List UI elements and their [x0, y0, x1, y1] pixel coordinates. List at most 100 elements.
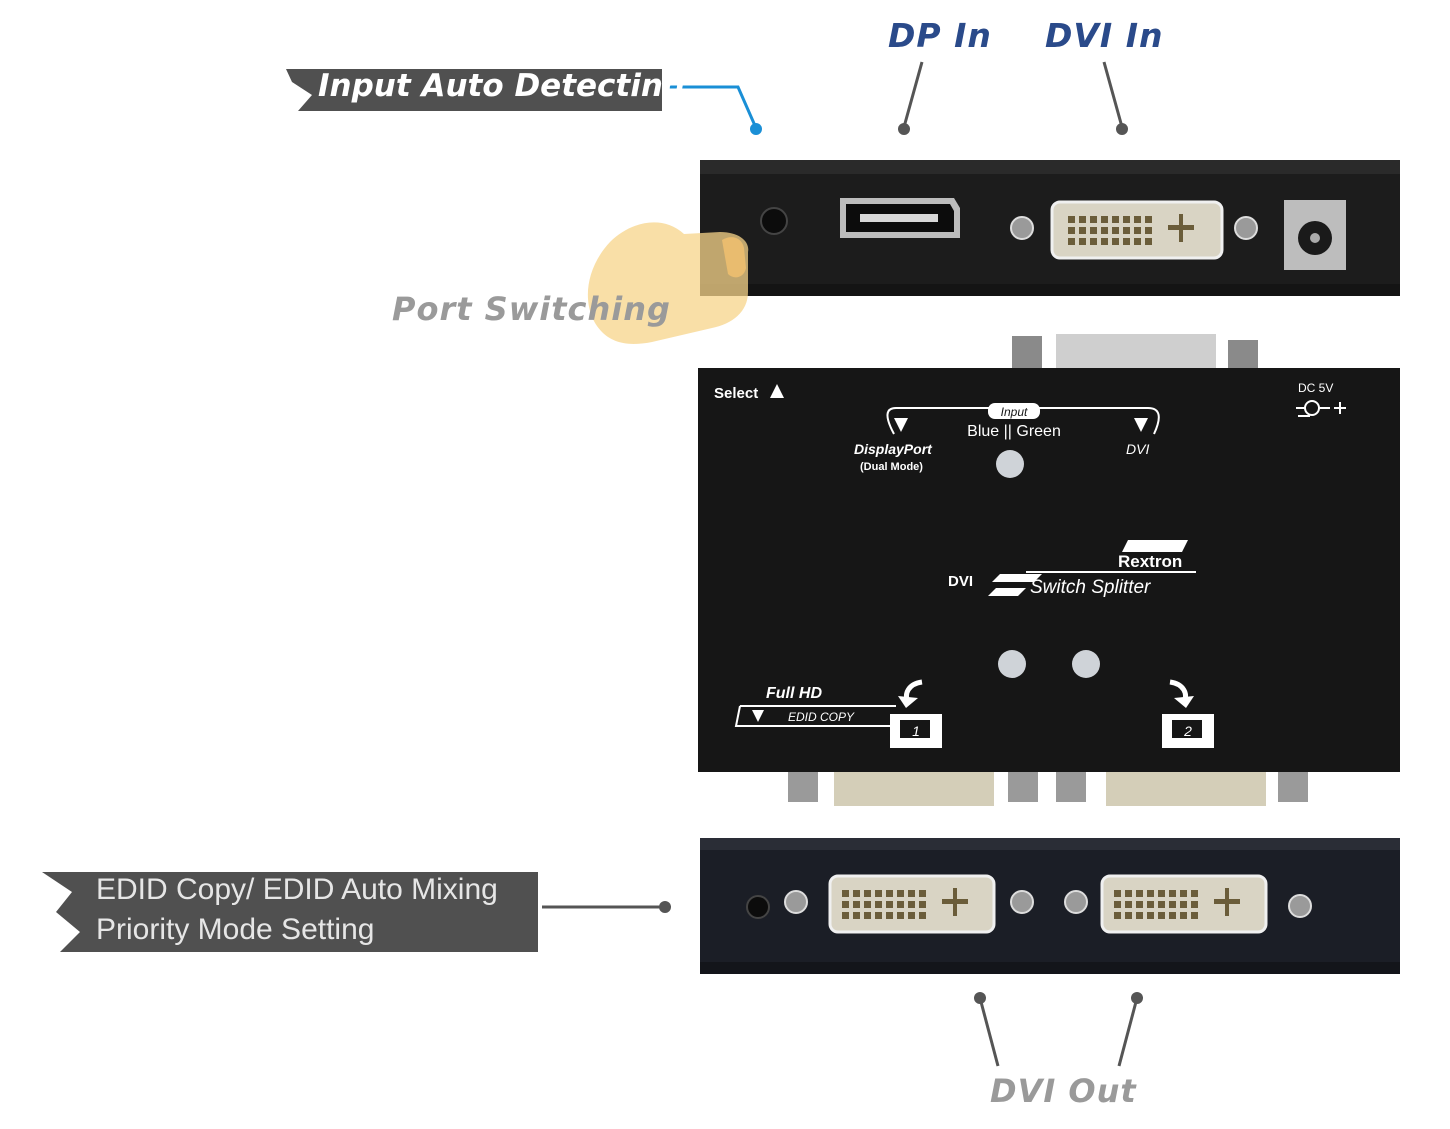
- dc-jack: [1284, 200, 1346, 270]
- input-auto-detecting-banner: [286, 69, 662, 111]
- dvi-pin: [919, 912, 926, 919]
- hand-press-icon: [587, 222, 749, 344]
- dvi-pin: [1114, 901, 1121, 908]
- output1-led: [998, 650, 1026, 678]
- dvi-pin: [1090, 238, 1097, 245]
- device-output-panel: [700, 838, 1400, 974]
- dvi-pin: [853, 890, 860, 897]
- input-title: Input: [1001, 405, 1028, 419]
- brand-label: Rextron: [1118, 552, 1182, 571]
- input-auto-detecting-label: Input Auto Detecting: [318, 68, 686, 104]
- dvi-pin: [1169, 901, 1176, 908]
- dvi-pin: [1134, 216, 1141, 223]
- dvi-pin: [864, 912, 871, 919]
- dvi-out-label: DVI Out: [990, 1072, 1137, 1110]
- full-hd-label: Full HD: [766, 685, 822, 702]
- dvi-pin: [1090, 216, 1097, 223]
- output2-led: [1072, 650, 1100, 678]
- dvi-pin: [908, 901, 915, 908]
- dvi-pin: [1191, 890, 1198, 897]
- led-colors: Blue || Green: [967, 423, 1061, 440]
- dvi-out-leader-2: [1117, 997, 1139, 1067]
- dvi-pin: [1079, 238, 1086, 245]
- dvi-blade-vertical: [953, 888, 957, 916]
- dvi-pin: [853, 901, 860, 908]
- input-led: [996, 450, 1024, 478]
- dvi-pin: [1134, 227, 1141, 234]
- edid-label-line2: Priority Mode Setting: [96, 913, 375, 946]
- dvi-in-screw-right: [1234, 216, 1258, 240]
- dc-label: DC 5V: [1298, 381, 1333, 395]
- dvi-pin: [908, 912, 915, 919]
- dvi-in-port: [1050, 200, 1224, 260]
- displayport-label: DisplayPort: [854, 441, 933, 457]
- dvi-pin: [1123, 238, 1130, 245]
- dvi-in-label: DVI In: [1045, 16, 1164, 55]
- dvi-in-dot: [1116, 123, 1128, 135]
- dvi-pin: [1145, 216, 1152, 223]
- dvi-pin: [1090, 227, 1097, 234]
- dvi-pin: [1180, 912, 1187, 919]
- dp-in-leader: [902, 61, 924, 128]
- dvi-pin: [875, 901, 882, 908]
- dp-port: [840, 198, 960, 238]
- dp-in-label: DP In: [888, 16, 992, 55]
- dvi-pin: [1136, 890, 1143, 897]
- dual-mode-label: (Dual Mode): [860, 461, 923, 473]
- dvi-pin: [919, 890, 926, 897]
- edid-dot: [659, 901, 671, 913]
- dvi-pin: [1114, 890, 1121, 897]
- dvi-pin: [864, 901, 871, 908]
- dvi-pin: [886, 890, 893, 897]
- dvi-pin: [886, 912, 893, 919]
- dvi-pin: [919, 901, 926, 908]
- dvi-out-port-2: [1100, 874, 1268, 934]
- product-prefix: DVI: [948, 573, 973, 590]
- dvi-pin: [875, 912, 882, 919]
- dvi-pin: [842, 901, 849, 908]
- dvi-pin: [1136, 901, 1143, 908]
- dvi-pin: [1112, 216, 1119, 223]
- dvi-pin: [897, 901, 904, 908]
- dvi-blade-vertical: [1179, 214, 1183, 242]
- dvi-pin: [1169, 912, 1176, 919]
- edid-button[interactable]: [746, 895, 770, 919]
- dvi-pin: [842, 912, 849, 919]
- dvi-pin: [864, 890, 871, 897]
- dvi-pin: [1101, 238, 1108, 245]
- dvi-pin: [1114, 912, 1121, 919]
- dvi-pin: [1123, 227, 1130, 234]
- dvi-pin: [853, 912, 860, 919]
- dvi-pin: [875, 890, 882, 897]
- dvi-label: DVI: [1126, 441, 1149, 457]
- dvi-pin: [1191, 901, 1198, 908]
- dvi-pin: [1125, 901, 1132, 908]
- dvi-pin: [1112, 227, 1119, 234]
- select-button[interactable]: [760, 207, 788, 235]
- dvi-pin: [1134, 238, 1141, 245]
- dvi-blade-vertical: [1225, 888, 1229, 916]
- dvi-pin: [1180, 901, 1187, 908]
- edid-copy-label: EDID COPY: [788, 710, 855, 724]
- dvi-pin: [1169, 890, 1176, 897]
- dvi-pin: [897, 890, 904, 897]
- dvi-pin: [1158, 890, 1165, 897]
- dvi-pin: [1123, 216, 1130, 223]
- dvi-pin: [1145, 238, 1152, 245]
- dvi-pin: [886, 901, 893, 908]
- dvi-pin: [1147, 912, 1154, 919]
- dvi-out-port-1: [828, 874, 996, 934]
- dvi-pin: [1068, 227, 1075, 234]
- monitor-1-icon: [890, 679, 942, 748]
- dvi-pin: [1147, 890, 1154, 897]
- dvi-pin: [1101, 216, 1108, 223]
- dvi-pin: [1158, 901, 1165, 908]
- dvi-pin: [1079, 216, 1086, 223]
- dvi-pin: [897, 912, 904, 919]
- select-label: Select: [714, 385, 758, 402]
- product-name: Switch Splitter: [1030, 577, 1151, 598]
- dvi-pin: [1136, 912, 1143, 919]
- dc-power-symbol-icon: [1296, 400, 1346, 417]
- dvi-pin: [1079, 227, 1086, 234]
